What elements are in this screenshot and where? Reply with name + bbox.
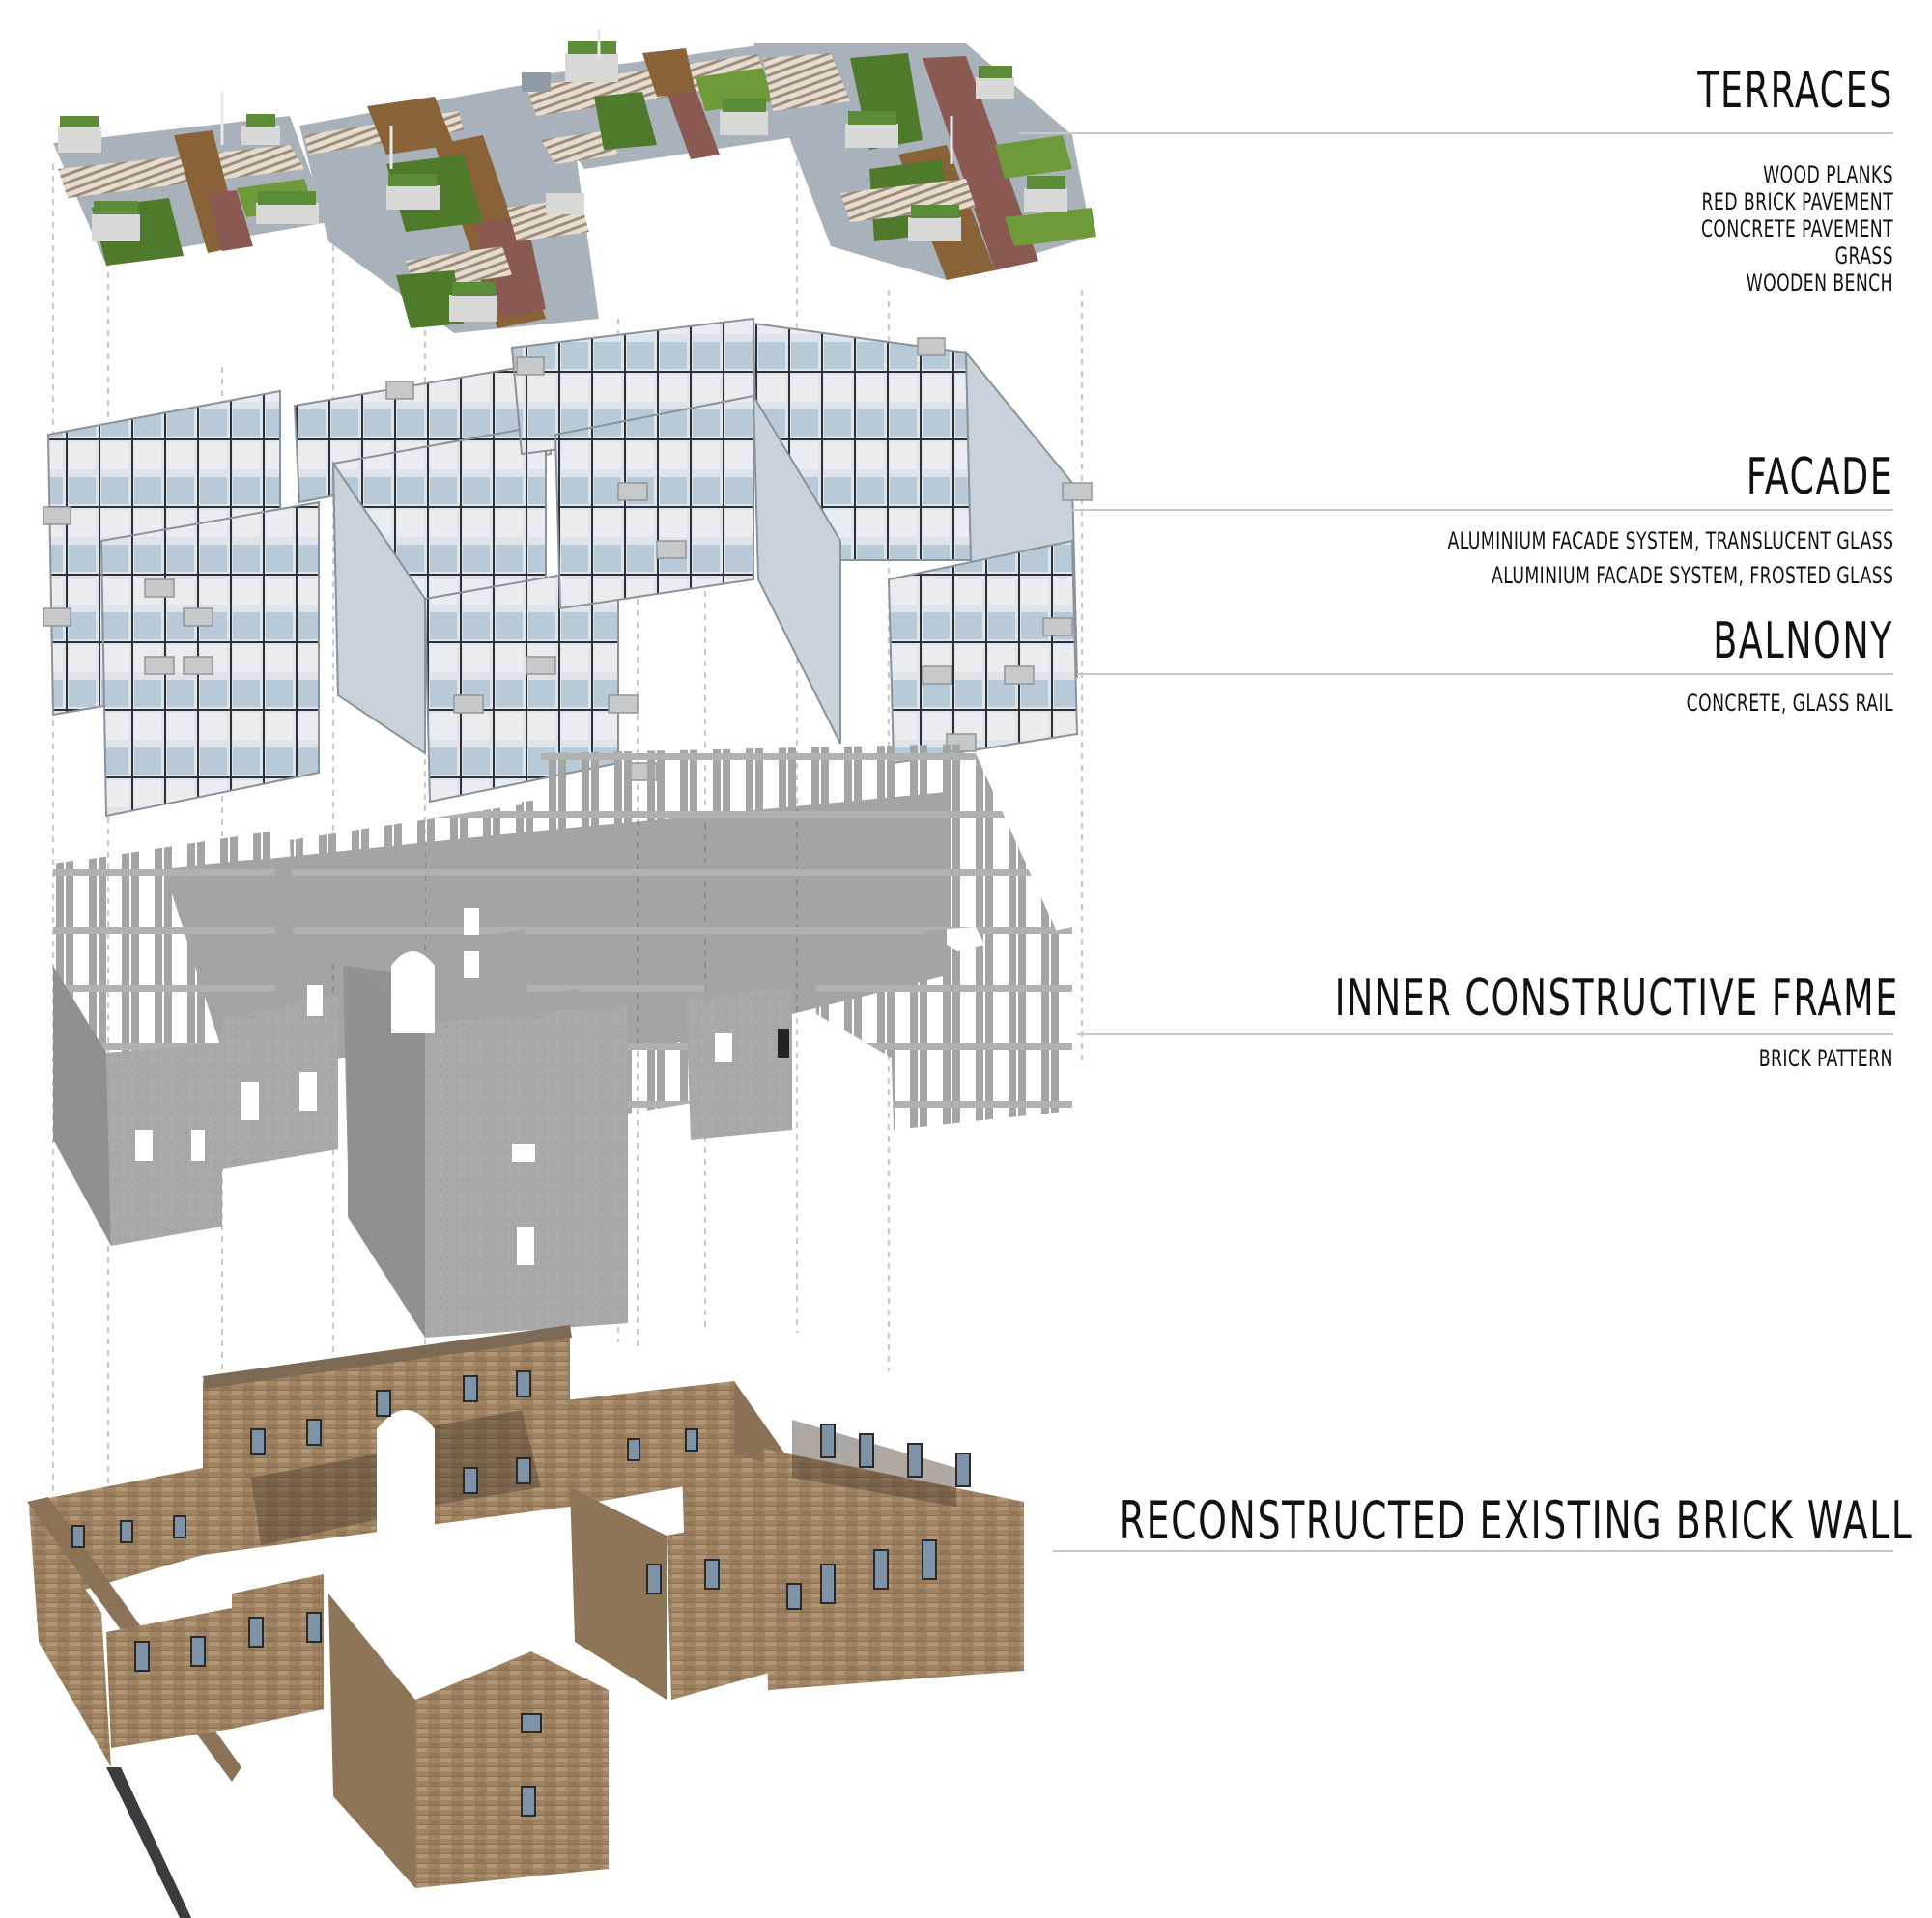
layer-title-inner-frame: INNER CONSTRUCTIVE FRAME: [1334, 970, 1899, 1028]
external-stair: [106, 1767, 192, 1918]
inner-frame-layer: [53, 744, 1072, 1338]
label-inner-frame: INNER CONSTRUCTIVE FRAME BRICK PATTERN: [1176, 973, 1899, 1072]
layer-item: RED BRICK PAVEMENT: [1701, 188, 1893, 215]
layer-item: CONCRETE, GLASS RAIL: [1686, 690, 1893, 717]
layer-item: WOODEN BENCH: [1746, 269, 1893, 296]
label-balcony: BALNONY CONCRETE, GLASS RAIL: [1634, 616, 1893, 717]
label-terraces: TERRACES WOOD PLANKS RED BRICK PAVEMENT …: [1642, 66, 1893, 296]
layer-item: GRASS: [1834, 242, 1893, 269]
brick-wall-layer: [27, 1325, 1024, 1918]
leader-line-facade: [1072, 509, 1893, 511]
label-facade: FACADE ALUMINIUM FACADE SYSTEM, TRANSLUC…: [1336, 452, 1893, 593]
label-brick-wall: RECONSTRUCTED EXISTING BRICK WALL: [895, 1495, 1913, 1547]
layer-title-balcony: BALNONY: [1713, 612, 1893, 670]
layer-title-facade: FACADE: [1746, 448, 1893, 506]
layer-item: BRICK PATTERN: [1758, 1045, 1893, 1072]
layer-item: ALUMINIUM FACADE SYSTEM, TRANSLUCENT GLA…: [1447, 527, 1893, 554]
layer-item: CONCRETE PAVEMENT: [1700, 215, 1893, 242]
layer-item: WOOD PLANKS: [1763, 161, 1893, 188]
leader-line-inner-frame: [1077, 1033, 1893, 1035]
layer-item: ALUMINIUM FACADE SYSTEM, FROSTED GLASS: [1491, 562, 1893, 589]
leader-line-balcony: [1077, 673, 1893, 675]
terraces-layer: [53, 29, 1096, 333]
layer-title-brick-wall: RECONSTRUCTED EXISTING BRICK WALL: [1119, 1490, 1913, 1551]
facade-layer: [43, 317, 1093, 818]
layer-title-terraces: TERRACES: [1697, 62, 1893, 120]
leader-line-brick-wall: [1053, 1550, 1893, 1552]
leader-line-terraces: [1019, 132, 1893, 134]
